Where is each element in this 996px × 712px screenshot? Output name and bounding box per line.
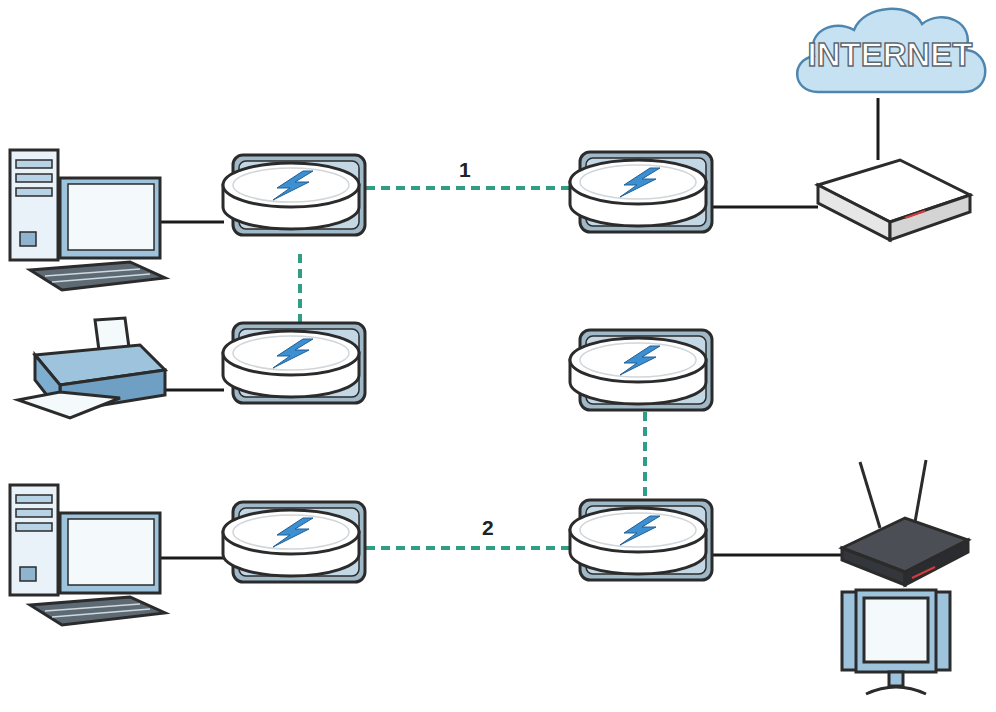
television — [856, 590, 936, 672]
set-top-box — [905, 540, 968, 585]
callout-number: 1 — [459, 158, 471, 182]
device-cable — [877, 98, 880, 160]
callout-number: 2 — [482, 516, 494, 540]
modem — [905, 211, 925, 218]
television — [864, 598, 928, 662]
device-cable — [160, 557, 224, 560]
set-top-box — [912, 567, 935, 578]
modem — [890, 195, 970, 240]
device-cable — [712, 554, 842, 557]
powerline-adapter — [223, 155, 365, 235]
set-top-box — [915, 460, 926, 522]
powerline-adapter — [223, 502, 365, 582]
powerline-link — [643, 412, 647, 500]
printer — [18, 318, 165, 418]
cloud-outline — [797, 9, 985, 92]
powerline-link — [298, 254, 302, 324]
television — [889, 672, 903, 686]
set-top-box — [860, 462, 880, 528]
television — [866, 687, 926, 694]
set-top-box — [842, 460, 968, 585]
powerline-adapter — [570, 152, 712, 232]
television — [842, 590, 950, 694]
internet-cloud: INTERNET — [788, 0, 992, 104]
powerline-link — [366, 546, 572, 550]
powerline-adapter — [223, 152, 712, 582]
device-cable — [165, 389, 224, 392]
computer — [10, 150, 165, 625]
computer — [10, 485, 165, 625]
powerline-adapter — [570, 500, 712, 580]
device-cable — [712, 206, 818, 209]
modem — [818, 185, 890, 240]
cloud-label: INTERNET — [808, 30, 973, 74]
powerline-link — [366, 186, 572, 190]
device-cable — [160, 221, 224, 224]
computer — [10, 150, 165, 290]
printer — [18, 392, 120, 418]
device-cable — [160, 98, 878, 558]
set-top-box — [842, 548, 905, 585]
powerline-adapter — [223, 323, 365, 403]
powerline-adapter — [570, 330, 712, 410]
modem — [818, 160, 970, 240]
